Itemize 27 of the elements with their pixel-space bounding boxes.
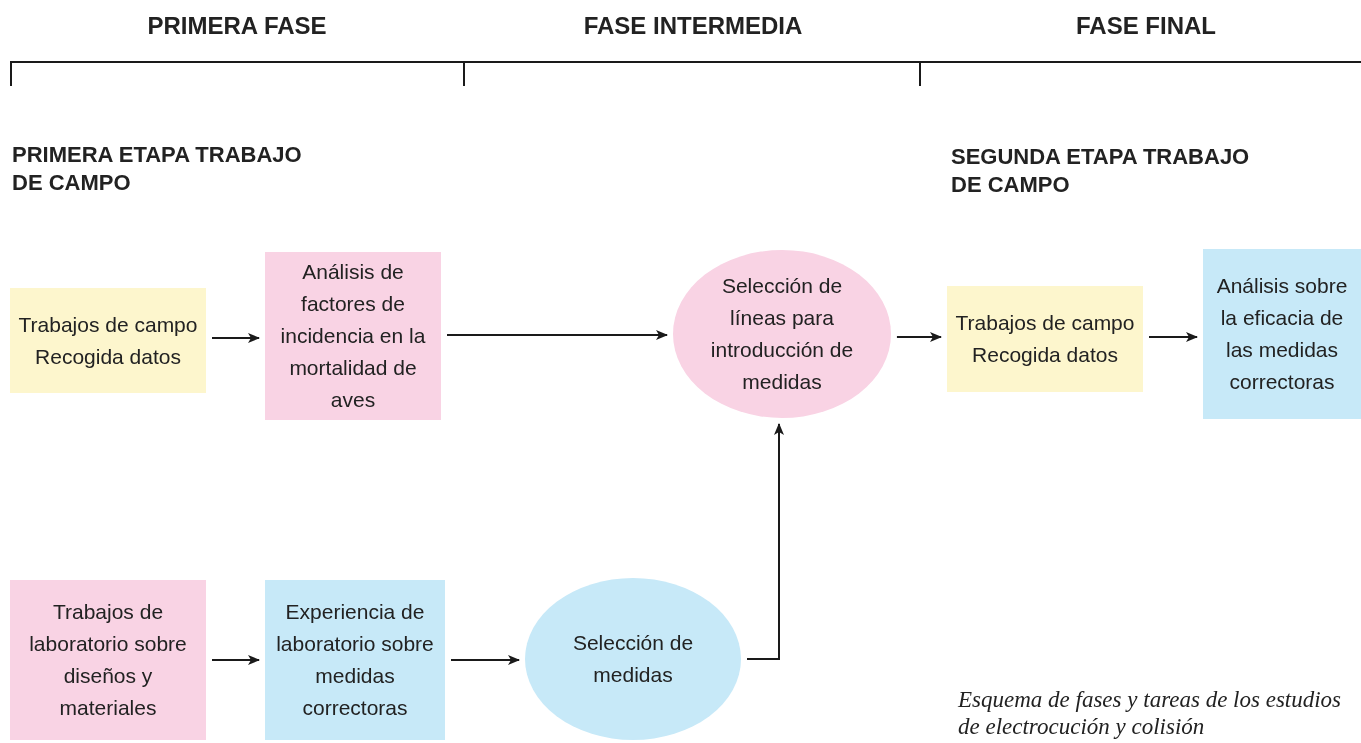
process-box (1203, 249, 1361, 419)
phase-heading: PRIMERA FASE (147, 12, 327, 40)
caption: Esquema de fases y tareas de los estudios de electrocución y colisión (958, 686, 1343, 740)
arrow (746, 422, 784, 660)
arrow (446, 330, 668, 340)
arrow (1148, 332, 1198, 342)
process-box (947, 286, 1143, 392)
arrow (895, 332, 942, 342)
phase-heading: FASE INTERMEDIA (583, 12, 803, 40)
node-label: Experiencia de laboratorio sobre medidas correctoras (275, 599, 435, 721)
process-box (265, 252, 441, 420)
arrow (450, 655, 520, 665)
stage-heading: SEGUNDA ETAPA TRABAJO DE CAMPO (951, 143, 1251, 199)
node-label: Selección de líneas para introducción de medidas (709, 273, 855, 395)
process-box (10, 580, 206, 740)
node-label: Selección de medidas (571, 630, 695, 688)
node-label: Trabajos de laboratorio sobre diseños y materiales (28, 599, 188, 721)
arrow (211, 333, 260, 343)
node-label: Análisis de factores de incidencia en la mortalidad de aves (279, 259, 427, 413)
node-label: Trabajos de campo Recogida datos (18, 311, 198, 370)
process-box (10, 288, 206, 393)
stage-heading: PRIMERA ETAPA TRABAJO DE CAMPO (12, 141, 303, 197)
node-label: Trabajos de campo Recogida datos (955, 310, 1135, 368)
node-label: Análisis sobre la eficacia de las medidas correctoras (1215, 273, 1349, 395)
arrow (211, 655, 260, 665)
phase-heading: FASE FINAL (1076, 12, 1216, 40)
process-box (265, 580, 445, 740)
